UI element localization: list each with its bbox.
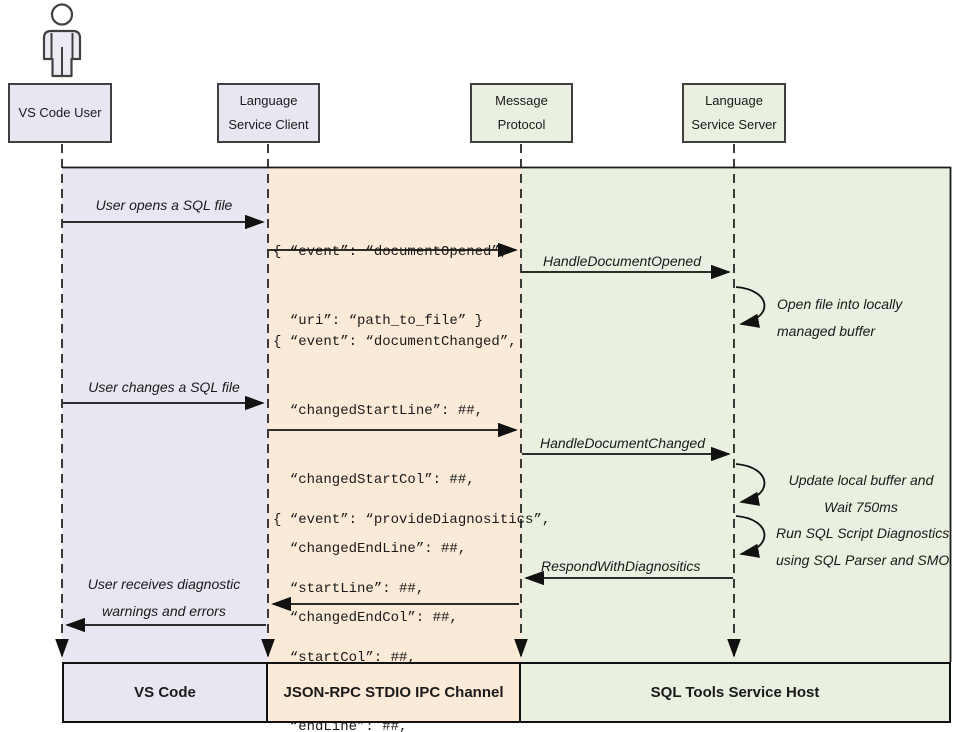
json-line: “changedStartLine”: ##, (273, 403, 484, 419)
note-line2: Wait 750ms (824, 499, 898, 515)
message-label-user-opens: User opens a SQL file (95, 197, 233, 213)
actor-label-line2: Service Client (228, 117, 309, 132)
json-line: “uri”: “path_to_file” } (273, 313, 484, 329)
actor-label-line1: Language (705, 93, 763, 108)
note-line1: Update local buffer and (788, 472, 934, 488)
lane-box-vscode: VS Code (62, 662, 268, 723)
json-line: { “event”: “provideDiagnositics”, (273, 512, 551, 528)
actor-label-line1: Message (495, 93, 548, 108)
json-line: “changedEndLine”: ##, (273, 541, 467, 557)
note-line2: using SQL Parser and SMO (776, 552, 950, 568)
note-update-buffer: Update local buffer and Wait 750ms (772, 467, 950, 521)
message-label-handle-document-opened: HandleDocumentOpened (543, 253, 701, 269)
note-run-diagnostics: Run SQL Script Diagnostics using SQL Par… (776, 520, 949, 574)
json-line: “changedEndCol”: ##, (273, 610, 458, 626)
lane-label: JSON-RPC STDIO IPC Channel (283, 684, 504, 701)
message-label-user-receives: User receives diagnostic warnings and er… (62, 571, 266, 625)
note-open-file-buffer: Open file into locally managed buffer (777, 291, 902, 345)
user-person-icon (42, 3, 82, 78)
actor-label-line1: Language (239, 93, 298, 108)
lane-box-ipc-channel: JSON-RPC STDIO IPC Channel (266, 662, 521, 723)
actor-box-language-service-client: Language Service Client (217, 83, 320, 143)
note-line2: managed buffer (777, 323, 876, 339)
message-label-line2: warnings and errors (102, 603, 226, 619)
actor-box-message-protocol: Message Protocol (470, 83, 573, 143)
message-label-respond-with-diagnostics: RespondWithDiagnositics (541, 558, 701, 574)
json-line: { “event”: “documentOpened”, (273, 244, 509, 260)
message-label-handle-document-changed: HandleDocumentChanged (540, 435, 705, 451)
message-label-user-changes: User changes a SQL file (88, 379, 240, 395)
message-label-line1: User receives diagnostic (87, 576, 241, 592)
note-line1: Open file into locally (777, 296, 903, 312)
actor-box-vscode-user: VS Code User (8, 83, 112, 143)
json-line: “changedStartCol”: ##, (273, 472, 475, 488)
lane-region-service-host (521, 168, 950, 662)
json-line: { “event”: “documentChanged”, (273, 334, 517, 350)
actor-label: VS Code User (18, 105, 102, 120)
json-line: “startLine”: ##, (273, 581, 425, 597)
json-message-document-opened: { “event”: “documentOpened”, “uri”: “pat… (273, 195, 508, 379)
note-line1: Run SQL Script Diagnostics (776, 525, 950, 541)
lane-label: SQL Tools Service Host (650, 684, 820, 701)
lane-box-service-host: SQL Tools Service Host (519, 662, 951, 723)
lane-label: VS Code (134, 684, 196, 701)
actor-label-line2: Protocol (497, 117, 546, 132)
actor-box-language-service-server: Language Service Server (682, 83, 786, 143)
actor-label-line2: Service Server (691, 117, 777, 132)
